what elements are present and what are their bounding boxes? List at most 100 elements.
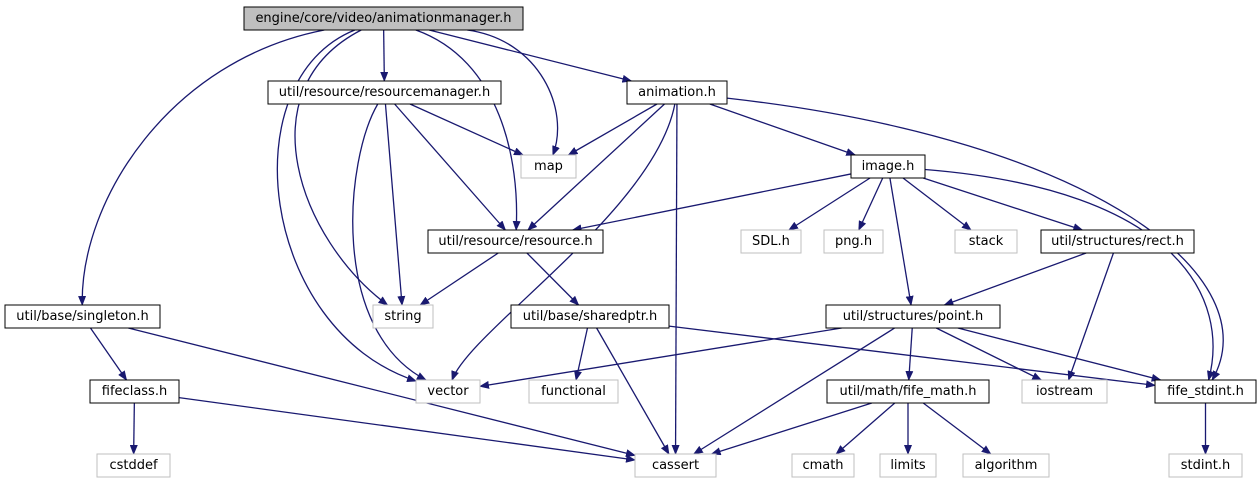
edge-fifeclass-to-cassert <box>178 396 636 463</box>
node-image[interactable]: image.h <box>850 154 926 179</box>
node-label: stdint.h <box>1181 458 1230 473</box>
edge-resourcemanager-to-resource <box>394 103 507 231</box>
node-stdint: stdint.h <box>1168 453 1243 478</box>
node-iostream: iostream <box>1021 379 1108 404</box>
node-box <box>879 453 937 478</box>
node-label: image.h <box>862 159 915 174</box>
edge-animation-to-cassert <box>671 103 680 455</box>
node-label: string <box>384 309 421 324</box>
node-algorithm: algorithm <box>962 453 1050 478</box>
node-fife_math[interactable]: util/math/fife_math.h <box>826 379 990 404</box>
node-label: cmath <box>802 458 843 473</box>
node-box <box>510 304 670 329</box>
node-box <box>962 453 1050 478</box>
node-box <box>825 304 1001 329</box>
node-label: iostream <box>1036 384 1093 399</box>
node-box <box>740 229 802 254</box>
edge-resource-to-string <box>419 252 499 306</box>
edge-resource-to-sharedptr <box>526 252 580 306</box>
node-fifeclass[interactable]: fifeclass.h <box>89 379 180 404</box>
edge-singleton-to-cassert <box>128 327 636 458</box>
node-label: SDL.h <box>752 234 790 249</box>
node-animationmanager[interactable]: engine/core/video/animationmanager.h <box>243 6 524 31</box>
edge-animationmanager-to-singleton <box>78 29 325 306</box>
edge-animation-to-vector <box>451 103 676 381</box>
edge-image-to-sdl <box>788 177 871 231</box>
edge-animation-to-image <box>709 103 857 156</box>
node-animation[interactable]: animation.h <box>626 80 728 105</box>
edge-singleton-to-fifeclass <box>89 327 128 381</box>
edge-point-to-vector <box>479 327 842 389</box>
node-resourcemanager[interactable]: util/resource/resourcemanager.h <box>267 80 502 105</box>
nodes-layer: engine/core/video/animationmanager.h util… <box>4 6 1257 478</box>
node-label: util/resource/resource.h <box>438 234 592 249</box>
node-box <box>520 154 577 179</box>
edge-fifeclass-to-cstddef <box>129 402 138 455</box>
node-box <box>96 453 171 478</box>
node-cmath: cmath <box>791 453 855 478</box>
node-box <box>427 229 604 254</box>
node-label: algorithm <box>975 458 1038 473</box>
edge-image-to-resource <box>571 173 852 233</box>
node-rect[interactable]: util/structures/rect.h <box>1040 229 1195 254</box>
node-functional: functional <box>528 379 619 404</box>
node-box <box>415 379 481 404</box>
node-cstddef: cstddef <box>96 453 171 478</box>
edge-image-to-stack <box>902 177 972 231</box>
node-fife_stdint[interactable]: fife_stdint.h <box>1154 379 1257 404</box>
edge-fife_math-to-cassert <box>710 402 873 456</box>
node-box <box>826 379 990 404</box>
node-box <box>791 453 855 478</box>
node-point[interactable]: util/structures/point.h <box>825 304 1001 329</box>
node-resource[interactable]: util/resource/resource.h <box>427 229 604 254</box>
node-box <box>267 80 502 105</box>
edge-sharedptr-to-cassert <box>596 327 670 455</box>
node-label: animation.h <box>638 85 716 100</box>
edge-animationmanager-to-resource <box>415 29 521 231</box>
edge-resourcemanager-to-string <box>384 103 406 306</box>
node-box <box>850 154 926 179</box>
edge-point-to-iostream <box>935 327 1043 381</box>
edge-point-to-fife_math <box>905 327 914 381</box>
node-box <box>372 304 434 329</box>
node-label: util/structures/point.h <box>843 309 984 324</box>
node-box <box>1154 379 1257 404</box>
edge-animationmanager-to-map <box>467 29 560 156</box>
node-cassert: cassert <box>634 453 717 478</box>
node-label: limits <box>890 458 926 473</box>
edge-animation-to-resource <box>527 103 665 231</box>
edge-animationmanager-to-resourcemanager <box>380 29 389 82</box>
edge-image-to-point <box>889 177 914 306</box>
node-png: png.h <box>823 229 884 254</box>
node-stack: stack <box>954 229 1018 254</box>
edges-layer <box>78 29 1224 463</box>
node-label: png.h <box>835 234 872 249</box>
edge-animation-to-fife_stdint <box>726 97 1224 381</box>
edge-fife_math-to-cmath <box>835 402 896 455</box>
node-box <box>89 379 180 404</box>
node-box <box>4 304 161 329</box>
node-box <box>1168 453 1243 478</box>
node-label: engine/core/video/animationmanager.h <box>255 11 511 26</box>
edge-point-to-fife_stdint <box>957 327 1162 382</box>
edge-image-to-rect <box>922 177 1084 232</box>
node-box <box>243 6 524 31</box>
node-label: fifeclass.h <box>102 384 167 399</box>
node-label: util/base/sharedptr.h <box>523 309 657 324</box>
node-label: vector <box>427 384 469 399</box>
edge-sharedptr-to-fife_stdint <box>668 325 1156 389</box>
node-label: cstddef <box>109 458 158 473</box>
node-label: stack <box>969 234 1004 249</box>
node-box <box>634 453 717 478</box>
edge-fife_math-to-algorithm <box>922 402 992 455</box>
edge-animation-to-map <box>567 103 658 156</box>
node-label: util/structures/rect.h <box>1051 234 1184 249</box>
edge-image-to-fife_stdint <box>924 168 1215 381</box>
edge-animationmanager-to-string <box>294 29 389 306</box>
node-singleton[interactable]: util/base/singleton.h <box>4 304 161 329</box>
edge-rect-to-iostream <box>1067 252 1115 381</box>
node-string: string <box>372 304 434 329</box>
node-label: cassert <box>652 458 699 473</box>
node-sharedptr[interactable]: util/base/sharedptr.h <box>510 304 670 329</box>
